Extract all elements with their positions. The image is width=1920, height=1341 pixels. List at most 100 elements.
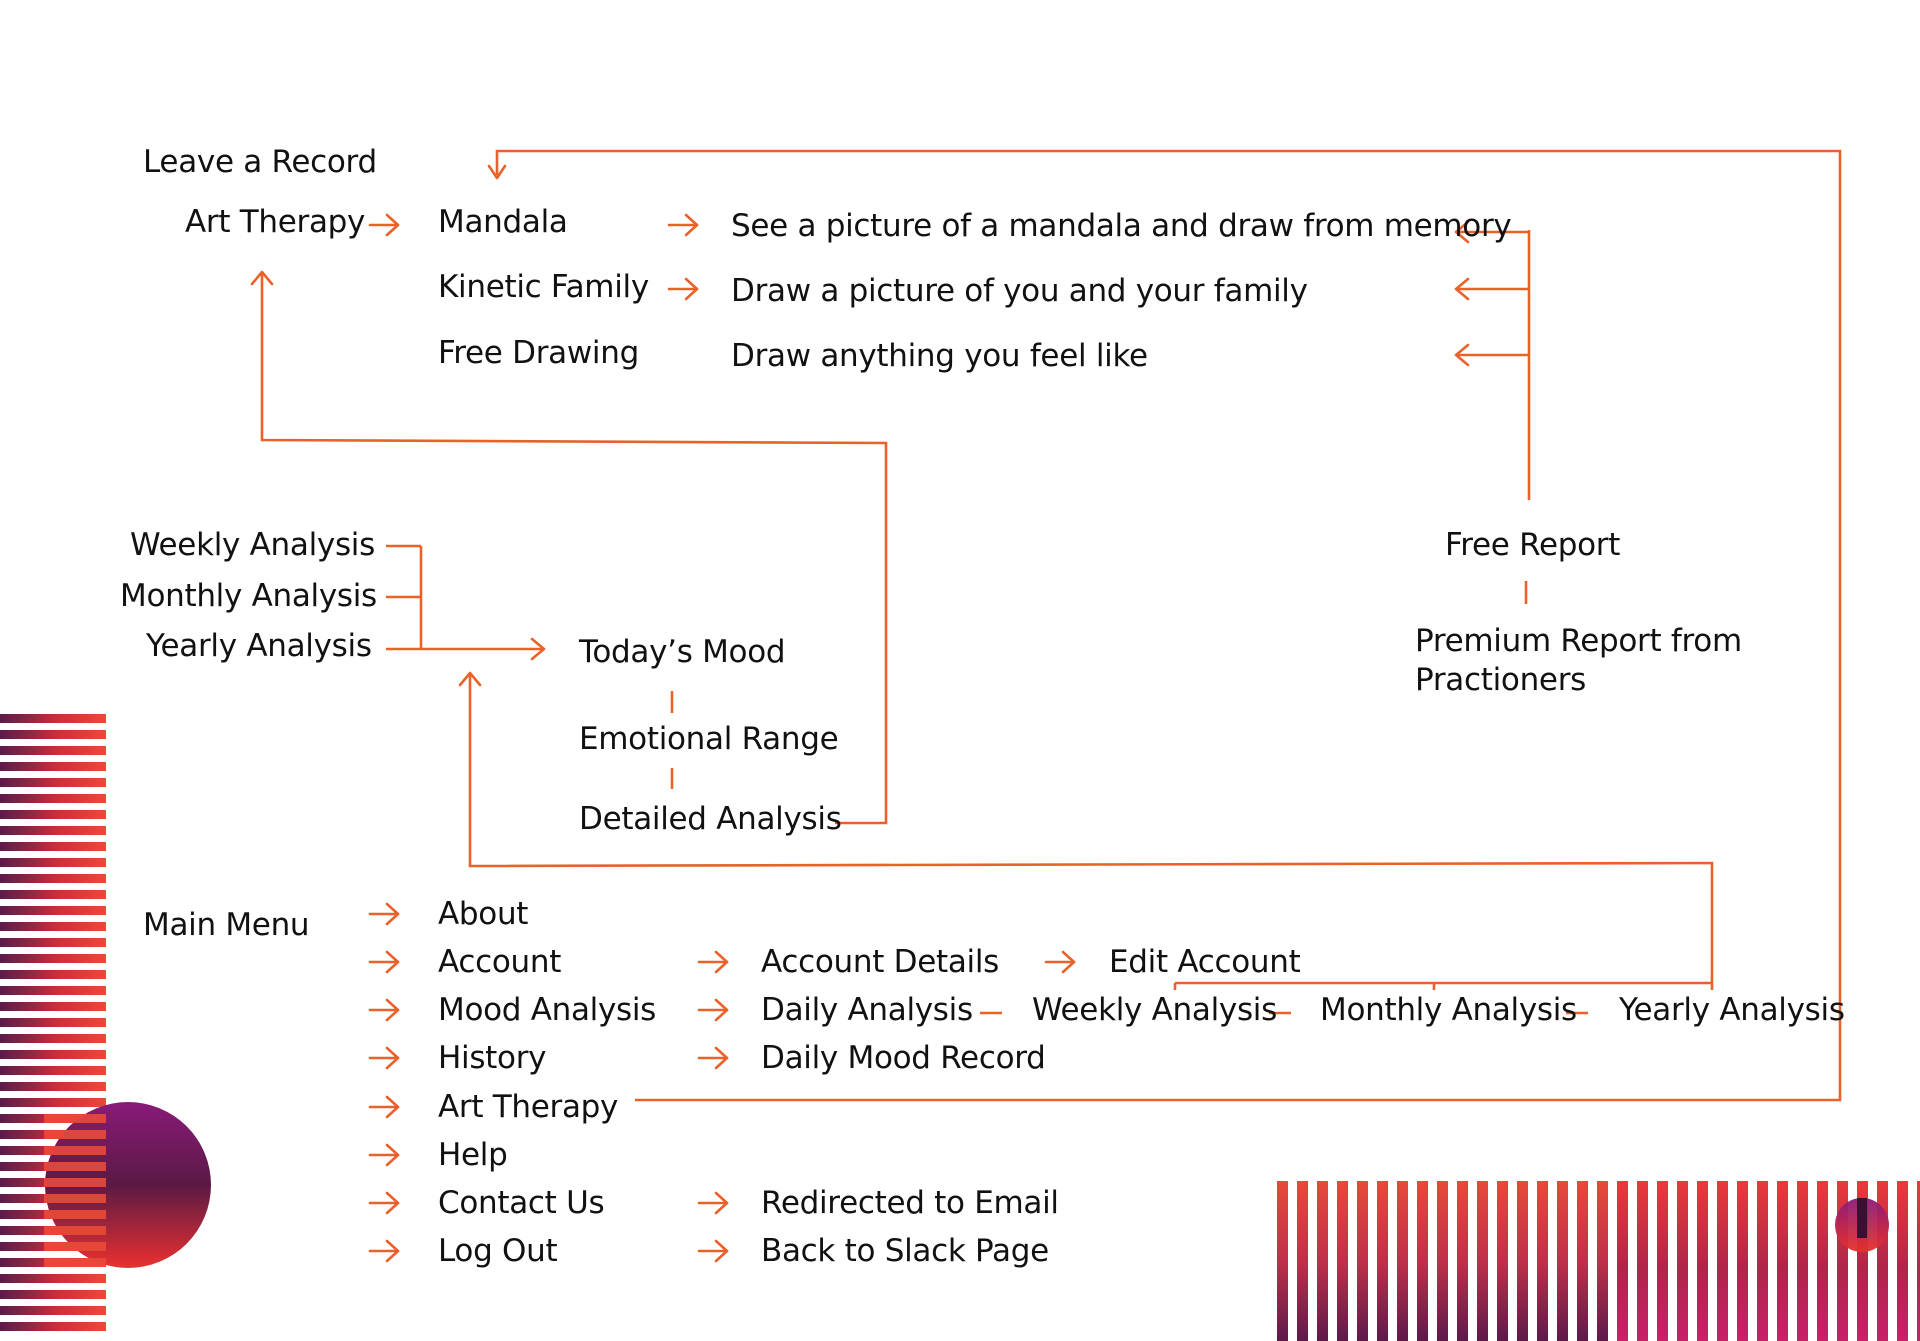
- arrow-right-icon: [697, 1239, 729, 1263]
- stripe: [1417, 1181, 1428, 1341]
- stripe: [1397, 1181, 1408, 1341]
- stripe: [0, 730, 106, 739]
- todays-mood-label: Today’s Mood: [578, 634, 785, 670]
- arrow-right-icon: [667, 277, 699, 301]
- stripe: [44, 1146, 106, 1155]
- stripe: [1317, 1181, 1328, 1341]
- arrow-up-icon: [458, 671, 482, 687]
- stripe: [44, 1258, 106, 1267]
- stripe: [44, 1210, 106, 1219]
- emotional-range-label: Emotional Range: [579, 721, 838, 757]
- activity-free-drawing-description: Draw anything you feel like: [731, 338, 1148, 374]
- connector-art-therapy-loop: [495, 149, 1842, 1102]
- stripe: [1377, 1181, 1388, 1341]
- stripe: [1757, 1181, 1768, 1341]
- arrow-right-icon: [1044, 950, 1076, 974]
- stripe: [1777, 1181, 1788, 1341]
- stripe: [1837, 1181, 1848, 1341]
- activity-mandala-description: See a picture of a mandala and draw from…: [731, 208, 1511, 244]
- arrow-right-icon: [368, 1046, 400, 1070]
- menu-item-history: History: [438, 1040, 546, 1076]
- stripe: [0, 714, 106, 723]
- daily-mood-record-label: Daily Mood Record: [761, 1040, 1046, 1076]
- arrow-right-icon: [368, 1191, 400, 1215]
- arrow-right-icon: [368, 902, 400, 926]
- stripe: [1437, 1181, 1448, 1341]
- daily-analysis-label: Daily Analysis: [761, 992, 973, 1028]
- activity-free-drawing: Free Drawing: [438, 335, 639, 371]
- stripe: [0, 954, 106, 963]
- stripe: [44, 1114, 106, 1123]
- stripe: [0, 1082, 106, 1091]
- connector-analysis-loop: [468, 673, 1714, 990]
- premium-report-label-line1: Premium Report from: [1415, 623, 1742, 659]
- arrows: [368, 213, 1076, 1263]
- stripe: [0, 874, 106, 883]
- stripe: [1597, 1181, 1608, 1341]
- arrow-left-icon: [1454, 343, 1470, 367]
- stripe: [1277, 1181, 1288, 1341]
- account-details-label: Account Details: [761, 944, 999, 980]
- arrow-right-icon: [368, 950, 400, 974]
- yearly-analysis-label: Yearly Analysis: [145, 628, 372, 664]
- stripe: [0, 890, 106, 899]
- stripe: [1917, 1181, 1920, 1341]
- stripe: [0, 938, 106, 947]
- menu-item-account: Account: [438, 944, 561, 980]
- stripe: [44, 1162, 106, 1171]
- arrow-right-icon: [530, 637, 546, 661]
- stripe: [1457, 1181, 1468, 1341]
- free-report-label: Free Report: [1445, 527, 1620, 563]
- stripe: [0, 906, 106, 915]
- premium-report-label-line2: Practioners: [1415, 662, 1586, 698]
- menu-item-mood-analysis: Mood Analysis: [438, 992, 656, 1028]
- stripe: [44, 1242, 106, 1251]
- stripe: [44, 1194, 106, 1203]
- stripe: [1657, 1181, 1668, 1341]
- stripe: [1297, 1181, 1308, 1341]
- stripe: [44, 1226, 106, 1235]
- main-menu-title: Main Menu: [143, 907, 309, 943]
- stripe: [1517, 1181, 1528, 1341]
- arrow-up-icon: [250, 270, 274, 286]
- weekly-analysis-label: Weekly Analysis: [130, 527, 375, 563]
- stripe: [0, 1034, 106, 1043]
- stripe: [0, 1306, 106, 1315]
- activity-kinetic-family: Kinetic Family: [438, 269, 649, 305]
- decoration-bottom-stripes: [1277, 1181, 1920, 1341]
- redirected-to-email-label: Redirected to Email: [761, 1185, 1059, 1221]
- monthly-analysis-menu-label: Monthly Analysis: [1320, 992, 1577, 1028]
- back-to-slack-page-label: Back to Slack Page: [761, 1233, 1049, 1269]
- stripe: [0, 1018, 106, 1027]
- stripe: [0, 794, 106, 803]
- stripe: [1717, 1181, 1728, 1341]
- arrow-right-icon: [368, 998, 400, 1022]
- stripe: [1557, 1181, 1568, 1341]
- art-therapy-label: Art Therapy: [185, 204, 365, 240]
- arrow-right-icon: [368, 1095, 400, 1119]
- edit-account-label: Edit Account: [1109, 944, 1301, 980]
- stripe: [0, 986, 106, 995]
- decoration-small-bar: [1857, 1198, 1867, 1238]
- stripe: [1877, 1181, 1888, 1341]
- menu-item-contact-us: Contact Us: [438, 1185, 604, 1221]
- detailed-analysis-label: Detailed Analysis: [579, 801, 842, 837]
- stripe: [1637, 1181, 1648, 1341]
- arrow-right-icon: [697, 950, 729, 974]
- arrow-right-icon: [697, 1046, 729, 1070]
- connector-detailed-analysis-loop: [260, 272, 888, 825]
- connectors: [250, 149, 1842, 1102]
- activity-mandala: Mandala: [438, 204, 568, 240]
- arrow-right-icon: [697, 1191, 729, 1215]
- stripe: [0, 858, 106, 867]
- stripe: [1617, 1181, 1628, 1341]
- stripe: [1797, 1181, 1808, 1341]
- activity-kinetic-family-description: Draw a picture of you and your family: [731, 273, 1308, 309]
- stripe: [1897, 1181, 1908, 1341]
- stripe: [44, 1178, 106, 1187]
- stripe: [0, 1098, 106, 1107]
- yearly-analysis-menu-label: Yearly Analysis: [1618, 992, 1845, 1028]
- stripe: [0, 842, 106, 851]
- stripe: [0, 1322, 106, 1331]
